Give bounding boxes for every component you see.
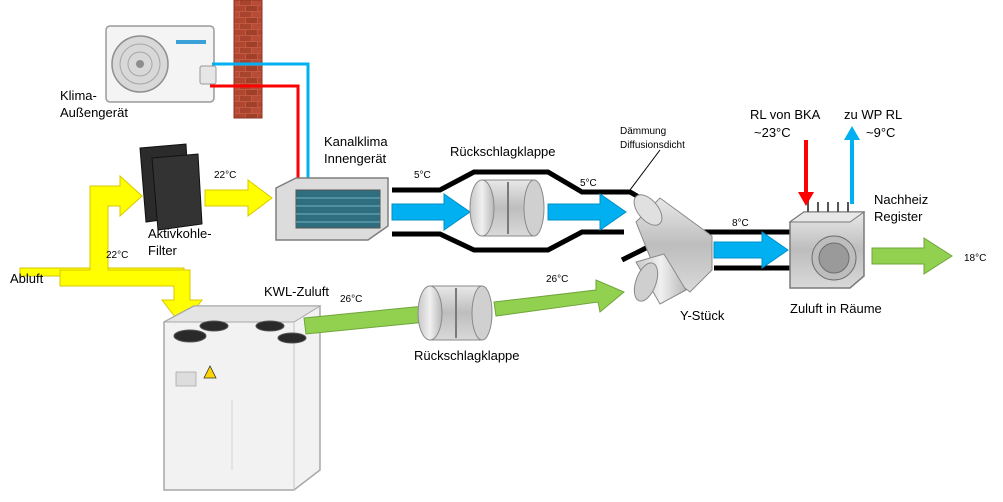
temp-kwl-out: 26°C — [340, 294, 362, 305]
kwl-unit — [163, 305, 322, 491]
check-valve-top-label: Rückschlagklappe — [450, 144, 556, 159]
carbon-filter — [139, 143, 203, 231]
bka-label-2: ~23°C — [754, 125, 791, 140]
temp-exhaust-branch: 22°C — [106, 250, 128, 261]
exhaust-label: Abluft — [10, 271, 44, 286]
filter-label-1: Aktivkohle- — [148, 226, 212, 241]
reheat-label-2: Register — [874, 209, 923, 224]
indoor-unit-label-1: Kanalklima — [324, 134, 388, 149]
y-duct-wall-left — [620, 243, 652, 263]
indoor-unit-label-2: Innengerät — [324, 151, 387, 166]
supply-rooms-label: Zuluft in Räume — [790, 301, 882, 316]
bka-return-arrowhead — [798, 192, 814, 206]
filter-to-indoor-arrow — [204, 179, 273, 217]
check-valve-bottom — [417, 285, 493, 341]
temp-final-supply: 18°C — [964, 253, 986, 264]
reheat-register — [788, 200, 866, 289]
temp-after-filter: 22°C — [214, 170, 236, 181]
cold-air-arrow-2 — [547, 193, 627, 231]
hp-label-2: ~9°C — [866, 125, 895, 140]
reheat-label-1: Nachheiz — [874, 192, 928, 207]
kwl-supply-label: KWL-Zuluft — [264, 284, 329, 299]
y-piece — [633, 194, 713, 305]
temp-kwl-before-y: 26°C — [546, 274, 568, 285]
indoor-unit — [275, 177, 389, 241]
bka-label-1: RL von BKA — [750, 107, 821, 122]
insulation-label-2: Diffusionsdicht — [620, 140, 685, 151]
outdoor-unit-label-2: Außengerät — [60, 105, 128, 120]
check-valve-bottom-label: Rückschlagklappe — [414, 348, 520, 363]
top-duct-lower-wall — [392, 229, 624, 253]
hp-label-1: zu WP RL — [844, 107, 902, 122]
exhaust-split-arrow — [59, 174, 204, 327]
filter-label-2: Filter — [148, 243, 178, 258]
temp-after-valve-top: 5°C — [580, 178, 597, 189]
hot-refrigerant-pipe — [210, 84, 300, 184]
cold-refrigerant-pipe — [212, 62, 310, 184]
final-supply-arrow — [871, 237, 953, 275]
y-piece-label: Y-Stück — [680, 308, 725, 323]
kwl-supply-arrow-2 — [493, 279, 625, 317]
brick-wall — [233, 0, 263, 119]
cold-air-arrow-3 — [713, 231, 789, 269]
check-valve-top — [469, 179, 545, 237]
kwl-supply-arrow-1 — [303, 305, 427, 335]
insulation-label-1: Dämmung — [620, 126, 666, 137]
insulation-leader-line — [629, 149, 661, 191]
temp-indoor-out: 5°C — [414, 170, 431, 181]
temp-after-y-piece: 8°C — [732, 218, 749, 229]
outdoor-unit — [105, 25, 217, 103]
cold-air-arrow-1 — [391, 193, 471, 231]
hp-return-arrowhead — [844, 126, 860, 140]
outdoor-unit-label-1: Klima- — [60, 88, 97, 103]
